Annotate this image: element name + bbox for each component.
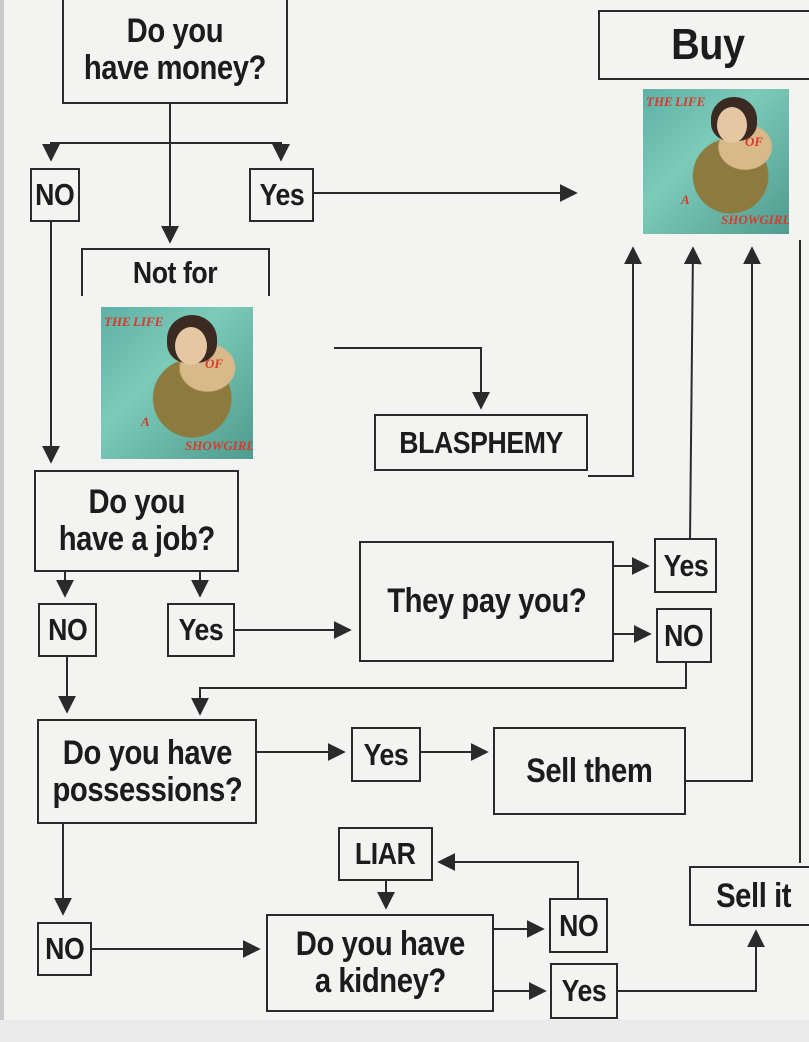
node-yes-pay: Yes <box>654 538 717 593</box>
edge-blasphemy-buy <box>588 246 642 477</box>
cover-title-the: THE <box>646 94 673 109</box>
cover-title-the: THE <box>104 314 131 329</box>
node-sell-it: Sell it <box>689 866 809 926</box>
node-no-pay: NO <box>656 608 712 663</box>
left-border <box>0 0 4 1020</box>
node-yes-possessions: Yes <box>351 727 421 782</box>
node-yes-kidney: Yes <box>550 963 618 1019</box>
edge-no-liar <box>437 853 579 898</box>
node-kidney-question: Do you have a kidney? <box>266 914 494 1012</box>
album-cover-image-top: THE LIFE OF A SHOWGIRL <box>643 89 789 234</box>
node-money-question: Do you have money? <box>62 0 288 104</box>
node-buy: Buy <box>598 10 809 80</box>
node-no-job: NO <box>38 603 97 657</box>
edge-money-no <box>42 103 171 162</box>
cover-title-life: LIFE <box>133 314 164 329</box>
node-pay-question: They pay you? <box>359 541 614 662</box>
cover-title-showgirl: SHOWGIRL <box>721 212 789 227</box>
node-liar: LIAR <box>338 827 433 881</box>
album-cover-image-middle: THE LIFE OF A SHOWGIRL <box>101 307 253 459</box>
cover-title-life: LIFE <box>675 94 706 109</box>
node-no-money: NO <box>30 168 80 222</box>
node-sell-them: Sell them <box>493 727 686 815</box>
node-no-kidney: NO <box>549 898 608 953</box>
cover-title-a: A <box>141 414 150 429</box>
edge-cover-blasphemy <box>334 347 490 410</box>
edge-sell-buy <box>686 246 761 782</box>
node-no-possessions: NO <box>37 922 92 976</box>
cover-title-showgirl: SHOWGIRL <box>185 438 253 453</box>
node-possessions-question: Do you have possessions? <box>37 719 257 824</box>
edge-payyes-buy <box>683 246 702 542</box>
edge-money-yes <box>170 142 290 162</box>
node-job-question: Do you have a job? <box>34 470 239 572</box>
connector-lines <box>42 103 801 1000</box>
node-blasphemy: BLASPHEMY <box>374 414 588 471</box>
edge-payno-poss <box>191 662 687 716</box>
edge-yes-sellit <box>618 929 765 992</box>
cover-title-a: A <box>681 192 690 207</box>
cover-figure-face <box>717 107 747 143</box>
node-yes-money: Yes <box>249 168 314 222</box>
cover-figure-face <box>175 327 207 365</box>
node-not-for: Not for <box>81 248 270 296</box>
node-yes-job: Yes <box>167 603 235 657</box>
cover-title-of: OF <box>205 356 224 371</box>
cover-title-of: OF <box>745 134 764 149</box>
